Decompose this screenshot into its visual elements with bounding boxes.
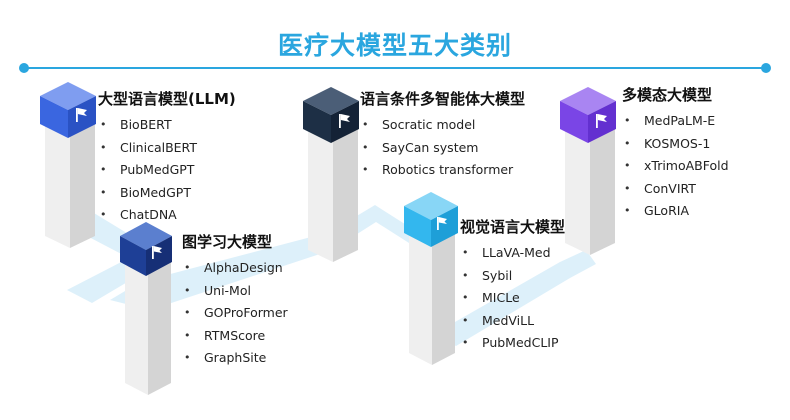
flag-icon [596, 114, 607, 128]
group-agent: 语言条件多智能体大模型 Socratic model SayCan system… [360, 88, 525, 182]
list-item: xTrimoABFold [622, 155, 729, 178]
pillar-graph [125, 245, 171, 395]
flag-icon [437, 217, 447, 230]
group-title-graph: 图学习大模型 [182, 233, 273, 251]
item-list-graph: AlphaDesign Uni-Mol GOProFormer RTMScore… [182, 257, 288, 370]
timeline-dot-left [19, 63, 29, 73]
cube-multimodal [560, 87, 616, 143]
group-title-llm: 大型语言模型(LLM) [98, 90, 236, 108]
list-item: BioBERT [98, 114, 236, 137]
timeline-line [24, 67, 766, 69]
list-item: MedViLL [460, 310, 565, 333]
list-item: MedPaLM-E [622, 110, 729, 133]
list-item: ClinicalBERT [98, 137, 236, 160]
item-list-vision: LLaVA-Med Sybil MICLe MedViLL PubMedCLIP [460, 242, 565, 355]
group-multimodal: 多模态大模型 MedPaLM-E KOSMOS-1 xTrimoABFold C… [622, 84, 729, 223]
list-item: MICLe [460, 287, 565, 310]
list-item: SayCan system [360, 137, 525, 160]
list-item: ChatDNA [98, 204, 236, 227]
list-item: ConVIRT [622, 178, 729, 201]
list-item: PubMedCLIP [460, 332, 565, 355]
list-item: LLaVA-Med [460, 242, 565, 265]
group-title-agent: 语言条件多智能体大模型 [360, 90, 526, 108]
group-vision: 视觉语言大模型 LLaVA-Med Sybil MICLe MedViLL Pu… [460, 216, 565, 355]
group-title-vision: 视觉语言大模型 [460, 218, 566, 236]
flag-icon [152, 246, 162, 259]
list-item: Uni-Mol [182, 280, 288, 303]
pillar-multimodal [565, 110, 615, 255]
pillar-vision [409, 215, 455, 365]
cube-agent [303, 87, 359, 143]
list-item: GLoRIA [622, 200, 729, 223]
item-list-llm: BioBERT ClinicalBERT PubMedGPT BioMedGPT… [98, 114, 236, 227]
list-item: Sybil [460, 265, 565, 288]
pillar-agent [308, 110, 358, 262]
list-item: AlphaDesign [182, 257, 288, 280]
pillar-llm [45, 105, 95, 248]
group-llm: 大型语言模型(LLM) BioBERT ClinicalBERT PubMedG… [98, 88, 236, 227]
diagram-title: 医疗大模型五大类别 [277, 31, 512, 60]
list-item: Socratic model [360, 114, 525, 137]
item-list-agent: Socratic model SayCan system Robotics tr… [360, 114, 525, 182]
flag-icon [339, 114, 350, 128]
list-item: RTMScore [182, 325, 288, 348]
list-item: GOProFormer [182, 302, 288, 325]
list-item: PubMedGPT [98, 159, 236, 182]
cube-llm [40, 82, 96, 138]
cube-vision [404, 192, 458, 247]
list-item: BioMedGPT [98, 182, 236, 205]
list-item: GraphSite [182, 347, 288, 370]
flag-icon [76, 108, 87, 122]
list-item: Robotics transformer [360, 159, 525, 182]
list-item: KOSMOS-1 [622, 133, 729, 156]
timeline-dot-right [761, 63, 771, 73]
group-title-multimodal: 多模态大模型 [622, 86, 713, 104]
group-graph: 图学习大模型 AlphaDesign Uni-Mol GOProFormer R… [182, 231, 288, 370]
cube-graph [120, 222, 172, 276]
item-list-multimodal: MedPaLM-E KOSMOS-1 xTrimoABFold ConVIRT … [622, 110, 729, 223]
